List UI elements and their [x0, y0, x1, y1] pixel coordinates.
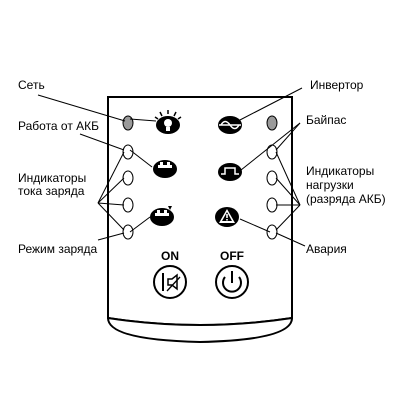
label-alarm: Авария — [306, 242, 347, 256]
off-button[interactable] — [216, 266, 248, 298]
off-button-drawing — [215, 265, 249, 299]
label-load-indicators-1: Индикаторы — [306, 164, 375, 178]
label-charge-current-indicators-1: Индикаторы — [18, 171, 87, 185]
leader-lines-right — [237, 87, 306, 247]
label-load-indicators-3: (разряда АКБ) — [306, 192, 386, 206]
on-button[interactable] — [154, 266, 186, 298]
on-button-drawing — [153, 265, 187, 299]
label-mains: Сеть — [18, 78, 45, 92]
on-button-label: ON — [161, 249, 179, 263]
label-battery-mode: Работа от АКБ — [18, 119, 100, 133]
warning-triangle-icon — [215, 207, 239, 227]
led-charge-4 — [122, 224, 134, 240]
led-charge-1 — [122, 144, 134, 160]
led-inverter — [266, 115, 278, 131]
panel-body — [107, 96, 293, 326]
label-inverter: Инвертор — [310, 78, 364, 92]
label-charge-mode: Режим заряда — [18, 242, 98, 256]
led-load-2 — [266, 170, 278, 186]
led-charge-2 — [122, 170, 134, 186]
battery-icon — [153, 160, 177, 178]
panel-base — [106, 316, 294, 344]
led-load-4 — [266, 224, 278, 240]
led-load-1 — [266, 144, 278, 160]
led-load-3 — [266, 197, 278, 213]
label-load-indicators-2: нагрузки — [306, 178, 354, 192]
sine-wave-icon — [218, 116, 242, 134]
label-bypass: Байпас — [306, 113, 347, 127]
bypass-icon — [218, 163, 242, 181]
led-mains — [122, 115, 134, 131]
lightbulb-icon — [154, 110, 182, 134]
off-button-label: OFF — [220, 249, 244, 263]
label-charge-current-indicators-2: тока заряда — [18, 184, 85, 198]
led-charge-3 — [122, 197, 134, 213]
leader-lines-left — [37, 94, 157, 241]
battery-charge-icon — [150, 206, 174, 226]
